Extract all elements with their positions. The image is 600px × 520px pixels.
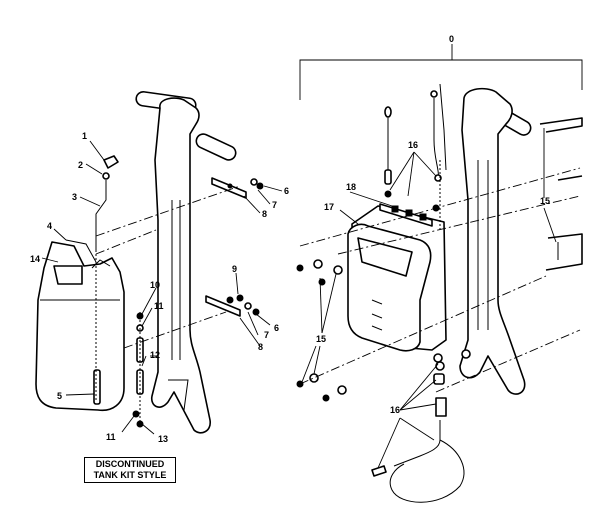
callout-0: 0 [449, 34, 454, 44]
callout-labels: 0 1 2 3 4 5 6 6 7 7 8 8 9 10 11 11 12 13… [30, 34, 550, 444]
callout-3: 3 [72, 192, 77, 202]
callout-4: 4 [47, 221, 52, 231]
top-connectors [384, 90, 442, 212]
callout-6-upper: 6 [284, 186, 289, 196]
callout-13: 13 [158, 434, 168, 444]
left-tank [35, 239, 125, 412]
callout-14: 14 [30, 254, 40, 264]
callout-16-upper: 16 [408, 140, 418, 150]
callout-15-left: 15 [316, 334, 326, 344]
callout-15-right: 15 [540, 196, 550, 206]
callout-6-lower: 6 [274, 323, 279, 333]
discontinued-note: DISCONTINUED TANK KIT STYLE [84, 457, 176, 483]
callout-11-lower: 11 [106, 432, 116, 442]
callout-7-lower: 7 [264, 330, 269, 340]
leader-lines [41, 128, 557, 469]
right-alignment-lines [299, 160, 581, 393]
left-dipstick [95, 155, 119, 400]
note-line-2: TANK KIT STYLE [93, 470, 167, 480]
tank-fasteners [296, 259, 347, 402]
callout-11-upper: 11 [154, 301, 164, 311]
callout-17: 17 [324, 202, 334, 212]
note-line-1: DISCONTINUED [95, 459, 165, 469]
left-frame [135, 90, 237, 434]
rod-guides [539, 117, 583, 271]
left-fittings [132, 312, 144, 428]
left-bracket-upper [211, 177, 264, 199]
left-alignment-lines [95, 185, 241, 349]
left-bracket-lower [205, 294, 260, 317]
callout-8-upper: 8 [262, 209, 267, 219]
callout-16-lower: 16 [390, 405, 400, 415]
hose-assembly [371, 361, 465, 503]
callout-10: 10 [150, 280, 160, 290]
callout-12: 12 [150, 350, 160, 360]
callout-8-lower: 8 [258, 342, 263, 352]
callout-2: 2 [78, 160, 83, 170]
callout-5: 5 [57, 391, 62, 401]
callout-7-upper: 7 [272, 200, 277, 210]
assembly-bracket [299, 44, 583, 100]
callout-9: 9 [232, 264, 237, 274]
right-tank [347, 203, 447, 363]
callout-18: 18 [346, 182, 356, 192]
right-frame [439, 83, 532, 395]
callout-1: 1 [82, 131, 87, 141]
